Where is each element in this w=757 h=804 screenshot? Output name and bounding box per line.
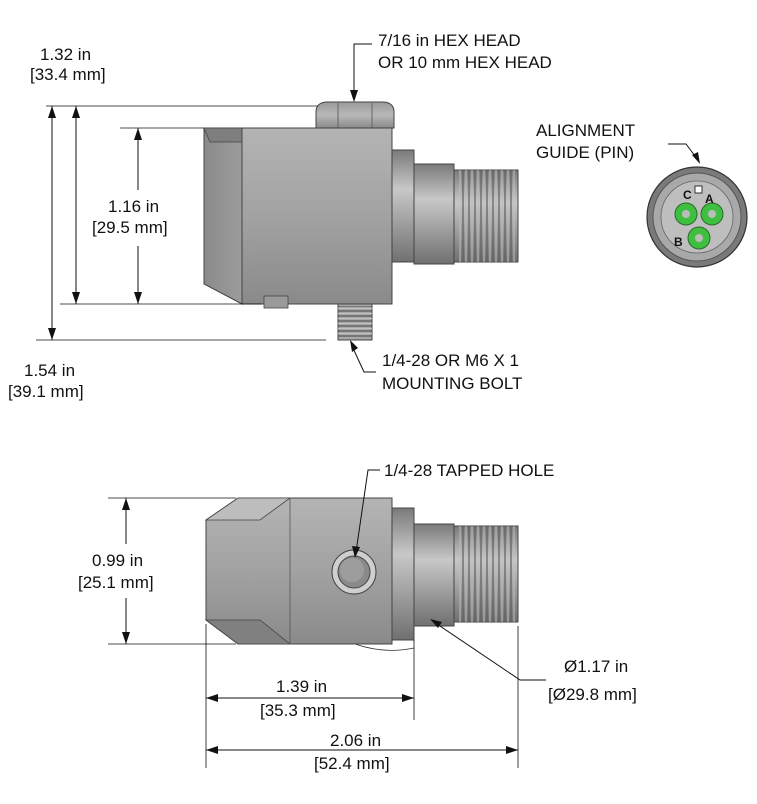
alignment-note-line2: GUIDE (PIN) xyxy=(536,143,634,162)
dim-diameter-1-17: Ø1.17 in [Ø29.8 mm] xyxy=(430,619,637,704)
bolt-note-line1: 1/4-28 OR M6 X 1 xyxy=(382,351,519,370)
dim-body-1-16: 1.16 in [29.5 mm] xyxy=(60,127,262,305)
pin-a-label: A xyxy=(705,192,714,206)
mounting-bolt xyxy=(337,303,373,341)
pin-b-label: B xyxy=(674,235,683,249)
top-view: 1/4-28 TAPPED HOLE 0.99 in [25.1 mm] 1.3… xyxy=(78,461,637,773)
top-body xyxy=(204,497,393,645)
dim-total-in-label: 1.54 in xyxy=(24,361,75,380)
dim-total-len-mm-label: [52.4 mm] xyxy=(314,754,390,773)
dim-total-mm-label: [39.1 mm] xyxy=(8,382,84,401)
side-connector xyxy=(391,149,519,265)
alignment-pin-marker xyxy=(694,185,703,194)
dim-dia-in-label: Ø1.17 in xyxy=(564,657,628,676)
connector-face-view: C A B ALIGNMENT GUIDE (PIN) xyxy=(536,121,748,268)
dim-body-mm-label: [29.5 mm] xyxy=(92,218,168,237)
dim-body-len-in-label: 1.39 in xyxy=(276,677,327,696)
bolt-note: 1/4-28 OR M6 X 1 MOUNTING BOLT xyxy=(350,340,522,393)
hex-head xyxy=(315,101,395,129)
side-view: 1.32 in [33.4 mm] 1.16 in [29.5 mm] 1.54… xyxy=(8,31,552,401)
dim-height-in-label: 0.99 in xyxy=(92,551,143,570)
tapped-hole xyxy=(331,549,377,595)
dim-body-in-label: 1.16 in xyxy=(108,197,159,216)
dim-height-0-99: 0.99 in [25.1 mm] xyxy=(78,497,236,645)
tapped-hole-label: 1/4-28 TAPPED HOLE xyxy=(384,461,554,480)
dim-body-len-1-39: 1.39 in [35.3 mm] xyxy=(205,624,415,768)
bolt-note-line2: MOUNTING BOLT xyxy=(382,374,522,393)
dim-total-1-54: 1.54 in [39.1 mm] xyxy=(8,339,326,401)
hex-note-line1: 7/16 in HEX HEAD xyxy=(378,31,521,50)
dim-width-1-32: 1.32 in [33.4 mm] xyxy=(30,45,318,340)
hex-note-line2: OR 10 mm HEX HEAD xyxy=(378,53,552,72)
side-body xyxy=(203,127,393,309)
alignment-note-line1: ALIGNMENT xyxy=(536,121,635,140)
tapped-hole-note: 1/4-28 TAPPED HOLE xyxy=(352,461,554,558)
dim-body-len-mm-label: [35.3 mm] xyxy=(260,701,336,720)
dim-total-len-2-06: 2.06 in [52.4 mm] xyxy=(206,626,519,773)
dim-height-mm-label: [25.1 mm] xyxy=(78,573,154,592)
dim-width-mm-label: [33.4 mm] xyxy=(30,65,106,84)
dim-width-in-label: 1.32 in xyxy=(40,45,91,64)
pin-c-label: C xyxy=(683,188,692,202)
dim-dia-mm-label: [Ø29.8 mm] xyxy=(548,685,637,704)
top-connector xyxy=(391,507,519,641)
hex-head-note: 7/16 in HEX HEAD OR 10 mm HEX HEAD xyxy=(350,31,552,102)
dim-total-len-in-label: 2.06 in xyxy=(330,731,381,750)
